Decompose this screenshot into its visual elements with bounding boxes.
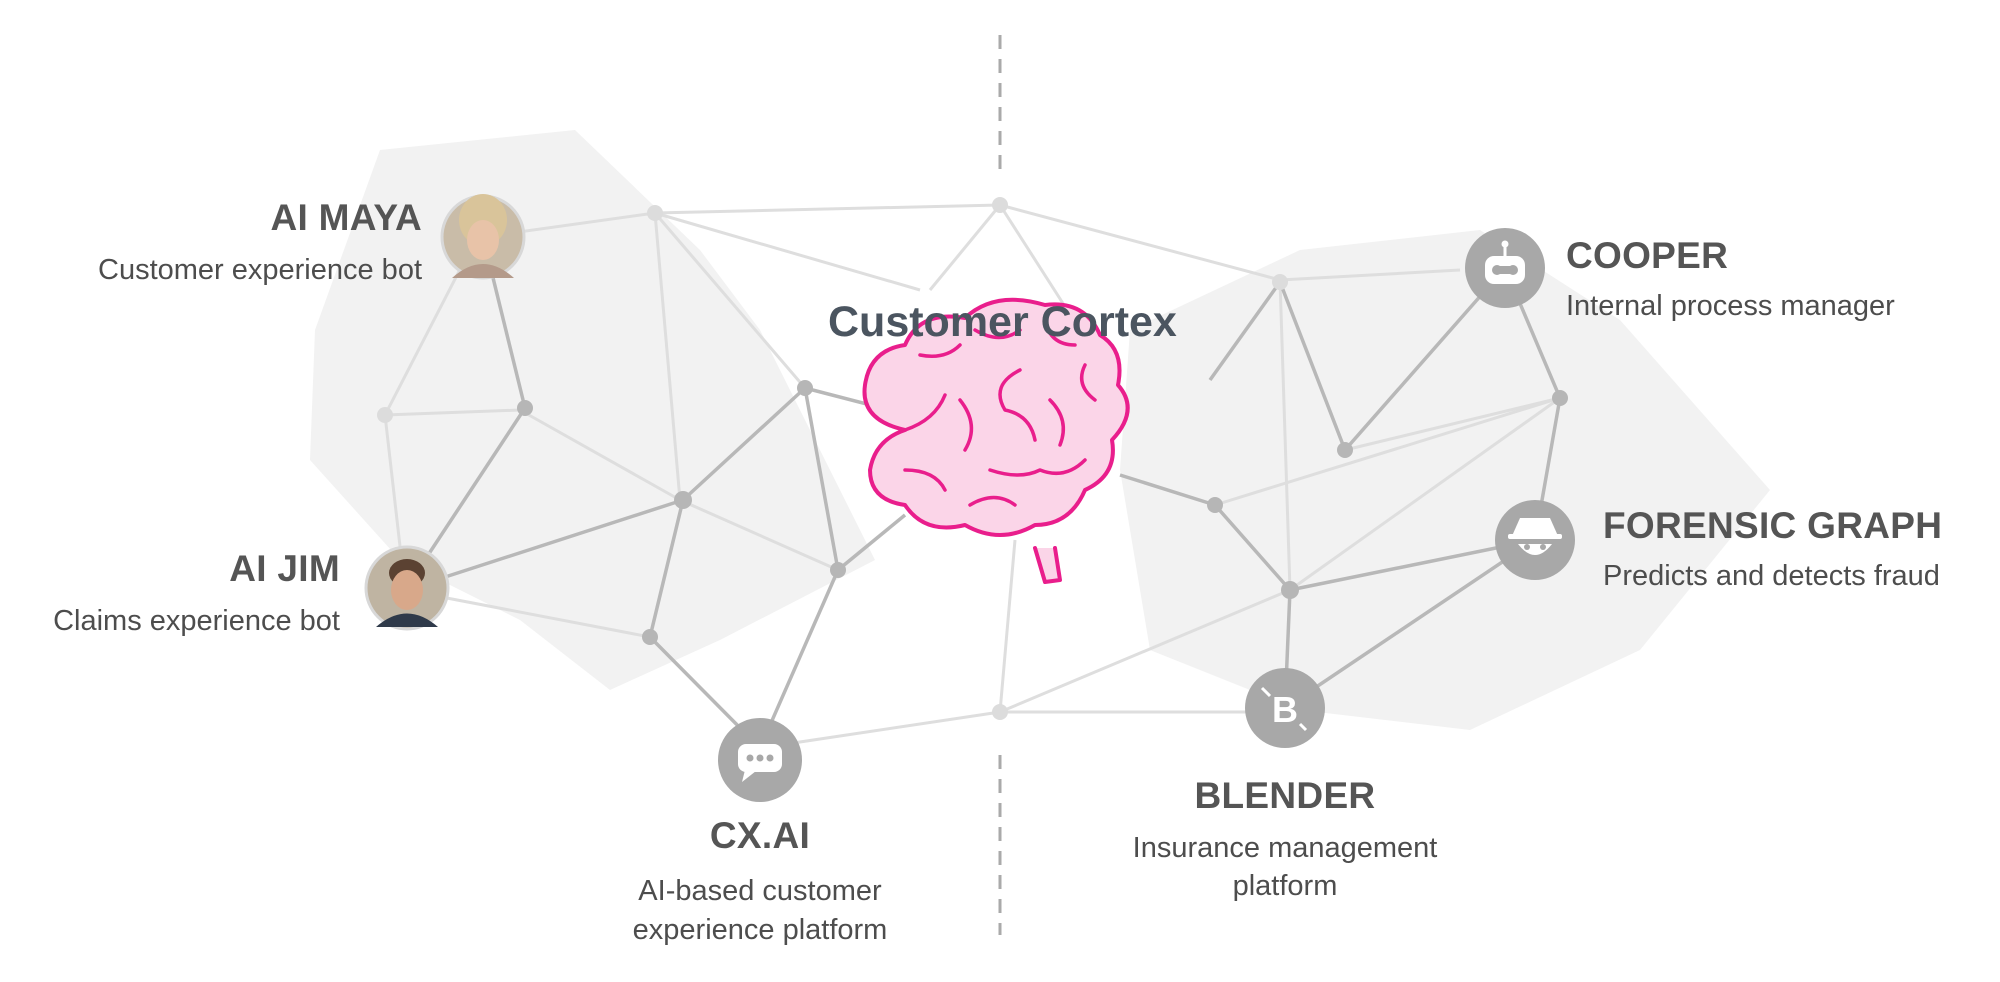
spy-icon [1495, 500, 1575, 580]
cxai-name: CX.AI [709, 815, 811, 856]
ai-jim-desc: Claims experience bot [53, 605, 340, 637]
faint-nodes [377, 197, 1288, 720]
ai-maya-avatar [440, 194, 526, 280]
forensic-name: FORENSIC GRAPH [1603, 505, 1943, 546]
left-region [310, 130, 875, 690]
robot-icon [1465, 228, 1545, 308]
cxai-desc-line2: experience platform [632, 914, 888, 946]
cooper-name: COOPER [1566, 235, 1729, 276]
forensic-desc: Predicts and detects fraud [1603, 560, 1940, 592]
blender-desc-line1: Insurance management [1132, 832, 1438, 864]
cxai-desc-line1: AI-based customer [638, 875, 882, 907]
ai-jim-name: AI JIM [229, 548, 340, 589]
brain-icon [862, 297, 1130, 584]
blender-name: BLENDER [1194, 775, 1376, 816]
blender-b-icon: B [1245, 668, 1325, 748]
svg-text:B: B [1272, 689, 1298, 730]
small-nodes [517, 380, 1568, 645]
cooper-desc: Internal process manager [1566, 290, 1895, 322]
main-edges [403, 236, 1562, 750]
blender-desc-line2: platform [1232, 870, 1338, 902]
ai-maya-desc: Customer experience bot [98, 254, 422, 286]
chat-bubble-icon [718, 718, 802, 802]
center-title: Customer Cortex [828, 298, 1177, 346]
ai-maya-name: AI MAYA [270, 197, 422, 238]
ai-jim-avatar [364, 545, 450, 631]
